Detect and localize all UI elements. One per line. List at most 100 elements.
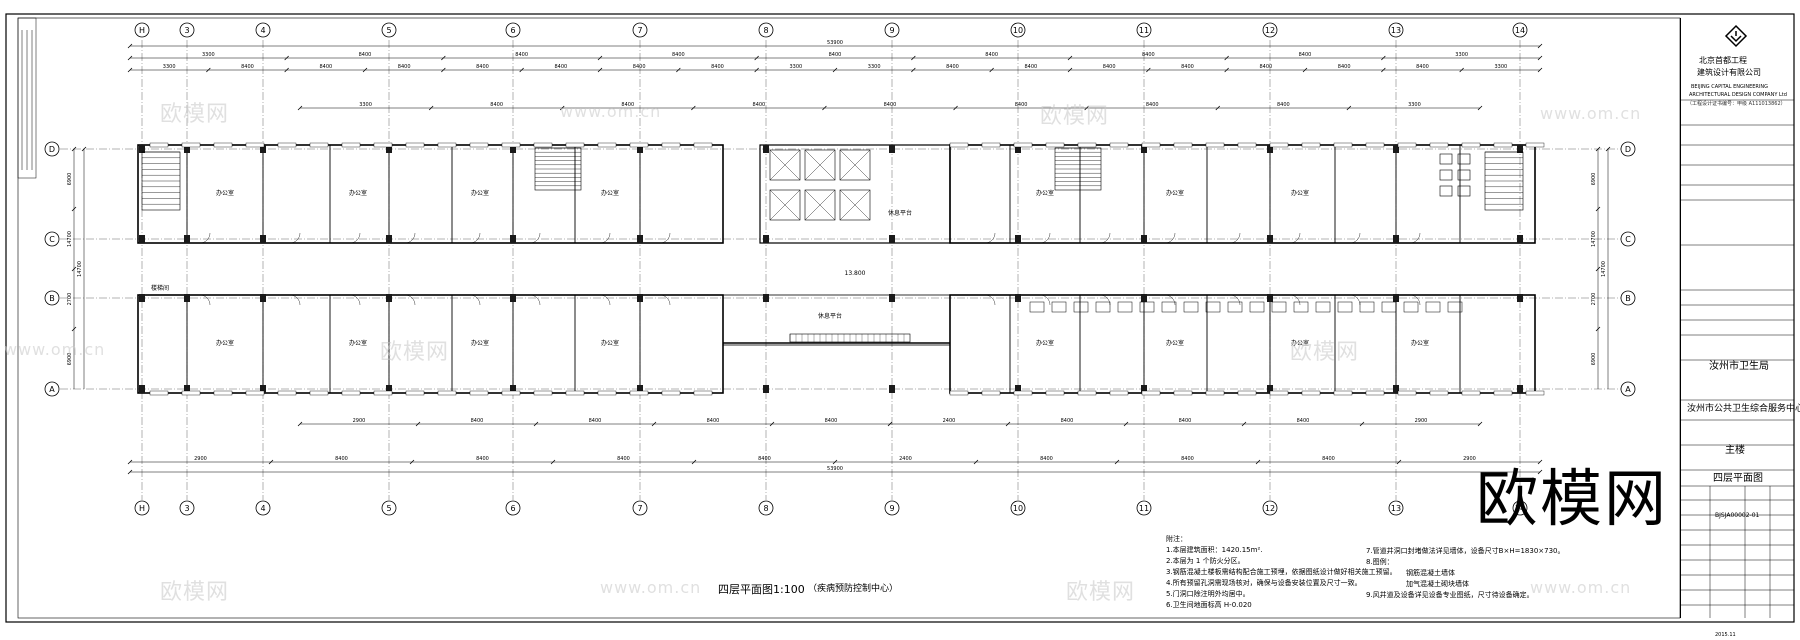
axis-label: 10: [1013, 26, 1023, 35]
dimension-text: 8400: [1103, 64, 1116, 70]
window: [949, 390, 969, 396]
column: [260, 145, 266, 153]
window: [1525, 142, 1545, 148]
axis-bubble: [1620, 141, 1636, 157]
dimension-text: 8400: [554, 64, 567, 70]
toilet-fixture: [1161, 301, 1177, 313]
axis-label: 4: [260, 504, 265, 513]
dimension-tick: [769, 421, 775, 427]
dimension-tick: [519, 67, 524, 73]
column: [1141, 385, 1147, 393]
axis-label: 11: [1139, 26, 1149, 35]
window: [981, 142, 1001, 148]
dimension-tick: [1381, 55, 1386, 61]
dimension-tick: [1477, 421, 1483, 427]
dimension-text: 8400: [825, 418, 838, 424]
dimension-tick: [1302, 67, 1308, 73]
window: [1525, 390, 1545, 396]
dimension-tick: [1537, 43, 1543, 49]
dimension-tick: [911, 67, 916, 73]
door-swing: [1349, 294, 1361, 306]
note-line: 7.管道井洞口封堵做法详见墙体，设备尺寸B×H=1830×730。: [1366, 547, 1565, 555]
column: [260, 385, 266, 393]
dimension-text: 8400: [884, 102, 897, 108]
dimension-text: 8400: [1015, 102, 1028, 108]
dimension-text: 8400: [829, 52, 842, 58]
dimension-tick: [597, 55, 603, 61]
elevator-cross: [769, 149, 801, 181]
dimension-tick: [597, 67, 603, 73]
dimension-tick: [559, 105, 565, 111]
room-label: 办公室: [1291, 339, 1309, 347]
column: [1393, 145, 1399, 153]
axis-label: 5: [386, 26, 391, 35]
door-swing: [529, 294, 541, 306]
axis-bubble: [1620, 231, 1636, 247]
door-swing: [1039, 232, 1051, 244]
axis-bubble: [1010, 22, 1026, 38]
watermark: 欧模网: [380, 340, 450, 365]
title-block: 北京首都工程 建筑设计有限公司 BEIJING CAPITAL ENGINEER…: [1680, 18, 1800, 638]
column: [184, 145, 190, 153]
dimension-text: 2900: [1415, 418, 1428, 424]
dimension-tick: [754, 67, 759, 73]
room-labels: 办公室办公室办公室办公室办公室办公室办公室办公室办公室办公室办公室办公室办公室办…: [151, 189, 1429, 347]
toilet-fixture: [1403, 301, 1419, 313]
drawing-number: BJSJA00002-01: [1715, 512, 1760, 519]
dimension-tick: [1537, 459, 1543, 465]
room-label: 办公室: [601, 339, 619, 347]
drawing-date: 2015.11: [1715, 632, 1736, 638]
dimension-tick: [127, 43, 133, 49]
drawing-notes-right: 7.管道井洞口封堵做法详见墙体，设备尺寸B×H=1830×730。 8.图例： …: [1366, 546, 1565, 601]
elevator-cross: [839, 189, 871, 221]
door-swing: [1409, 232, 1421, 244]
column: [1267, 294, 1273, 302]
dimension-text: 6900: [1591, 173, 1597, 186]
dimension-text: 8400: [1142, 52, 1155, 58]
window: [1365, 142, 1385, 148]
elevator-cross: [804, 149, 836, 181]
dimension-tick: [127, 459, 133, 465]
axis-label: 4: [260, 26, 265, 35]
window: [277, 142, 297, 148]
plan-details: [141, 147, 1524, 344]
dimension-text: 8400: [1299, 52, 1312, 58]
dimension-tick: [1459, 67, 1464, 73]
column: [1517, 145, 1523, 153]
watermark: 欧模网: [160, 102, 230, 127]
column: [889, 235, 895, 243]
dimension-text: 3300: [1494, 64, 1507, 70]
window: [693, 142, 713, 148]
dimension-tick: [1224, 67, 1229, 73]
room-label: 办公室: [216, 189, 234, 197]
drawing-name: 四层平面图: [1713, 473, 1763, 484]
window: [1493, 390, 1513, 396]
door-swing: [404, 294, 416, 306]
dimension-text: 8400: [985, 52, 998, 58]
window: [437, 142, 457, 148]
company-name-en-2: ARCHITECTURAL DESIGN COMPANY Ltd: [1689, 92, 1787, 98]
room-label: 办公室: [1036, 339, 1054, 347]
dimension-text: 8400: [589, 418, 602, 424]
dimension-text: 8400: [335, 456, 348, 462]
note-line: 9.风井道及设备详见设备专业图纸，尺寸待设备确定。: [1366, 591, 1534, 599]
dimension-text: 8400: [319, 64, 332, 70]
column: [1015, 385, 1021, 393]
watermark: 欧模网: [1066, 580, 1136, 605]
elevator-cross: [769, 189, 801, 221]
dimension-text: 8400: [1024, 64, 1037, 70]
dimension-tick: [989, 67, 994, 73]
axis-label: 8: [763, 26, 768, 35]
dimension-text: 2700: [67, 293, 73, 306]
dimension-text: 8400: [1181, 456, 1194, 462]
dimension-text: 8400: [1297, 418, 1310, 424]
dimension-text: 14700: [77, 261, 83, 277]
axis-bubble: [1262, 500, 1278, 516]
axis-label: D: [49, 145, 55, 154]
dimension-tick: [1084, 105, 1089, 111]
dimension-text: 2400: [943, 418, 956, 424]
dimension-text: 53900: [827, 40, 843, 46]
dimension-tick: [832, 459, 838, 465]
dimension-tick: [533, 421, 539, 427]
column: [1393, 235, 1399, 243]
